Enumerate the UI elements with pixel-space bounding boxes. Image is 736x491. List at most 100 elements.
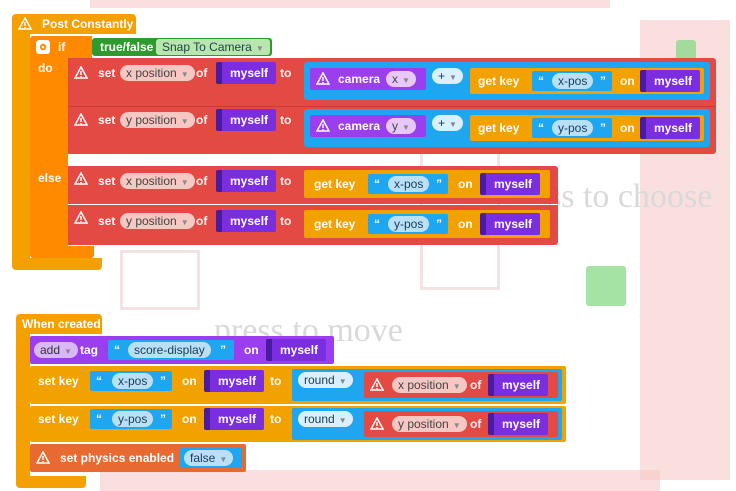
myself-block[interactable]: myself [640, 117, 701, 139]
property-dropdown[interactable]: x position▼ [120, 65, 195, 81]
myself-block[interactable]: myself [216, 170, 277, 192]
round-block[interactable]: round▼ y position▼ of myself [292, 408, 562, 440]
set-physics-block[interactable]: set physics enabled false▼ [30, 444, 246, 472]
myself-block[interactable]: myself [488, 374, 549, 396]
property-dropdown[interactable]: y position▼ [120, 213, 195, 229]
when-created-hat[interactable]: When created [16, 314, 102, 334]
camera-block[interactable]: camera y▼ [310, 115, 426, 137]
string-block[interactable]: “ x-pos ” [368, 174, 448, 194]
on-label: on [458, 217, 473, 231]
set-y-do-block[interactable]: set y position▼ of myself to camera y▼ +… [68, 106, 716, 150]
dropdown-arrow-icon: ▼ [255, 44, 264, 53]
string-block[interactable]: “ y-pos ” [532, 118, 612, 138]
quote-close-icon: ” [600, 74, 606, 88]
of-label: of [470, 378, 482, 392]
gear-icon[interactable] [36, 40, 50, 54]
myself-block[interactable]: myself [204, 408, 265, 430]
boolean-dropdown[interactable]: false▼ [184, 450, 234, 466]
else-label: else [38, 171, 62, 185]
bg-border [90, 0, 610, 8]
warning-icon [370, 417, 384, 430]
post-constantly-hat[interactable]: Post Constantly [12, 14, 136, 34]
myself-block[interactable]: myself [204, 370, 265, 392]
add-remove-dropdown[interactable]: add▼ [34, 342, 78, 358]
get-key-block[interactable]: get key “ y-pos ” on myself [304, 210, 550, 238]
on-label: on [182, 412, 197, 426]
property-dropdown[interactable]: x position▼ [392, 377, 467, 393]
myself-block[interactable]: myself [640, 70, 701, 92]
dropdown-arrow-icon: ▼ [338, 377, 347, 386]
dropdown-arrow-icon: ▼ [452, 421, 461, 430]
add-tag-block[interactable]: add▼ tag “ score-display ” on myself [30, 336, 334, 364]
key-input[interactable]: y-pos [552, 120, 594, 136]
dropdown-arrow-icon: ▼ [452, 382, 461, 391]
warning-icon [316, 72, 330, 85]
condition-block[interactable]: true/false Snap To Camera▼ [92, 38, 272, 56]
event-title: When created [22, 317, 101, 331]
camera-axis-dropdown[interactable]: x▼ [386, 71, 416, 87]
tag-input[interactable]: score-display [128, 342, 211, 358]
round-block[interactable]: round▼ x position▼ of myself [292, 369, 562, 401]
get-key-block[interactable]: get key “ x-pos ” on myself [304, 170, 550, 198]
set-key-x-block[interactable]: set key “ x-pos ” on myself to round▼ x … [30, 366, 566, 404]
key-input[interactable]: x-pos [112, 373, 154, 389]
set-label: set [98, 113, 116, 127]
get-key-label: get key [314, 217, 356, 231]
add-math-block[interactable]: camera y▼ +▼ get key “ y-pos ” on myself [304, 109, 710, 147]
when-created-footer [16, 476, 86, 488]
key-input[interactable]: x-pos [388, 176, 430, 192]
string-block[interactable]: “ x-pos ” [532, 71, 612, 91]
property-dropdown[interactable]: x position▼ [120, 173, 195, 189]
myself-block[interactable]: myself [480, 173, 541, 195]
round-dropdown[interactable]: round▼ [298, 372, 353, 388]
myself-block[interactable]: myself [266, 339, 327, 361]
condition-dropdown[interactable]: Snap To Camera▼ [156, 39, 270, 55]
string-block[interactable]: “ y-pos ” [90, 409, 172, 429]
key-input[interactable]: y-pos [388, 216, 430, 232]
to-label: to [280, 113, 292, 127]
property-dropdown[interactable]: y position▼ [120, 112, 195, 128]
quote-close-icon: ” [436, 217, 442, 231]
set-key-y-block[interactable]: set key “ y-pos ” on myself to round▼ y … [30, 406, 566, 442]
get-property-block[interactable]: y position▼ of myself [364, 411, 558, 437]
add-math-block[interactable]: camera x▼ +▼ get key “ x-pos ” on myself [304, 62, 710, 100]
myself-block[interactable]: myself [216, 210, 277, 232]
on-label: on [620, 74, 635, 88]
key-input[interactable]: y-pos [112, 411, 154, 427]
string-block[interactable]: “ score-display ” [108, 340, 234, 360]
camera-block[interactable]: camera x▼ [310, 68, 426, 90]
bg-controller-button [586, 266, 626, 306]
set-x-do-block[interactable]: set x position▼ of myself to camera x▼ +… [68, 60, 716, 104]
dropdown-arrow-icon: ▼ [338, 416, 347, 425]
quote-open-icon: “ [538, 121, 544, 135]
string-block[interactable]: “ y-pos ” [368, 214, 448, 234]
get-property-block[interactable]: x position▼ of myself [364, 372, 558, 398]
boolean-block[interactable]: false▼ [180, 448, 242, 468]
get-key-block[interactable]: get key “ y-pos ” on myself [470, 115, 704, 141]
bg-arrow-shape [120, 250, 200, 310]
myself-block[interactable]: myself [480, 213, 541, 235]
operator-dropdown[interactable]: +▼ [432, 115, 463, 131]
camera-axis-dropdown[interactable]: y▼ [386, 118, 416, 134]
dropdown-arrow-icon: ▼ [180, 117, 189, 126]
set-y-else-block[interactable]: set y position▼ of myself to get key “ y… [68, 205, 558, 245]
dropdown-arrow-icon: ▼ [402, 123, 410, 132]
set-key-label: set key [38, 412, 79, 426]
set-x-else-block[interactable]: set x position▼ of myself to get key “ x… [68, 166, 558, 204]
operator-dropdown[interactable]: +▼ [432, 68, 463, 84]
myself-block[interactable]: myself [488, 413, 549, 435]
quote-open-icon: “ [538, 74, 544, 88]
key-input[interactable]: x-pos [552, 73, 594, 89]
post-constantly-footer [12, 258, 102, 270]
myself-block[interactable]: myself [216, 109, 277, 131]
string-block[interactable]: “ x-pos ” [90, 371, 172, 391]
myself-block[interactable]: myself [216, 62, 277, 84]
get-key-block[interactable]: get key “ x-pos ” on myself [470, 68, 704, 94]
on-label: on [620, 121, 635, 135]
dropdown-arrow-icon: ▼ [64, 347, 72, 356]
if-header[interactable]: if [30, 36, 92, 58]
property-dropdown[interactable]: y position▼ [392, 416, 467, 432]
of-label: of [196, 174, 208, 188]
round-dropdown[interactable]: round▼ [298, 411, 353, 427]
post-constantly-spine [12, 34, 30, 264]
